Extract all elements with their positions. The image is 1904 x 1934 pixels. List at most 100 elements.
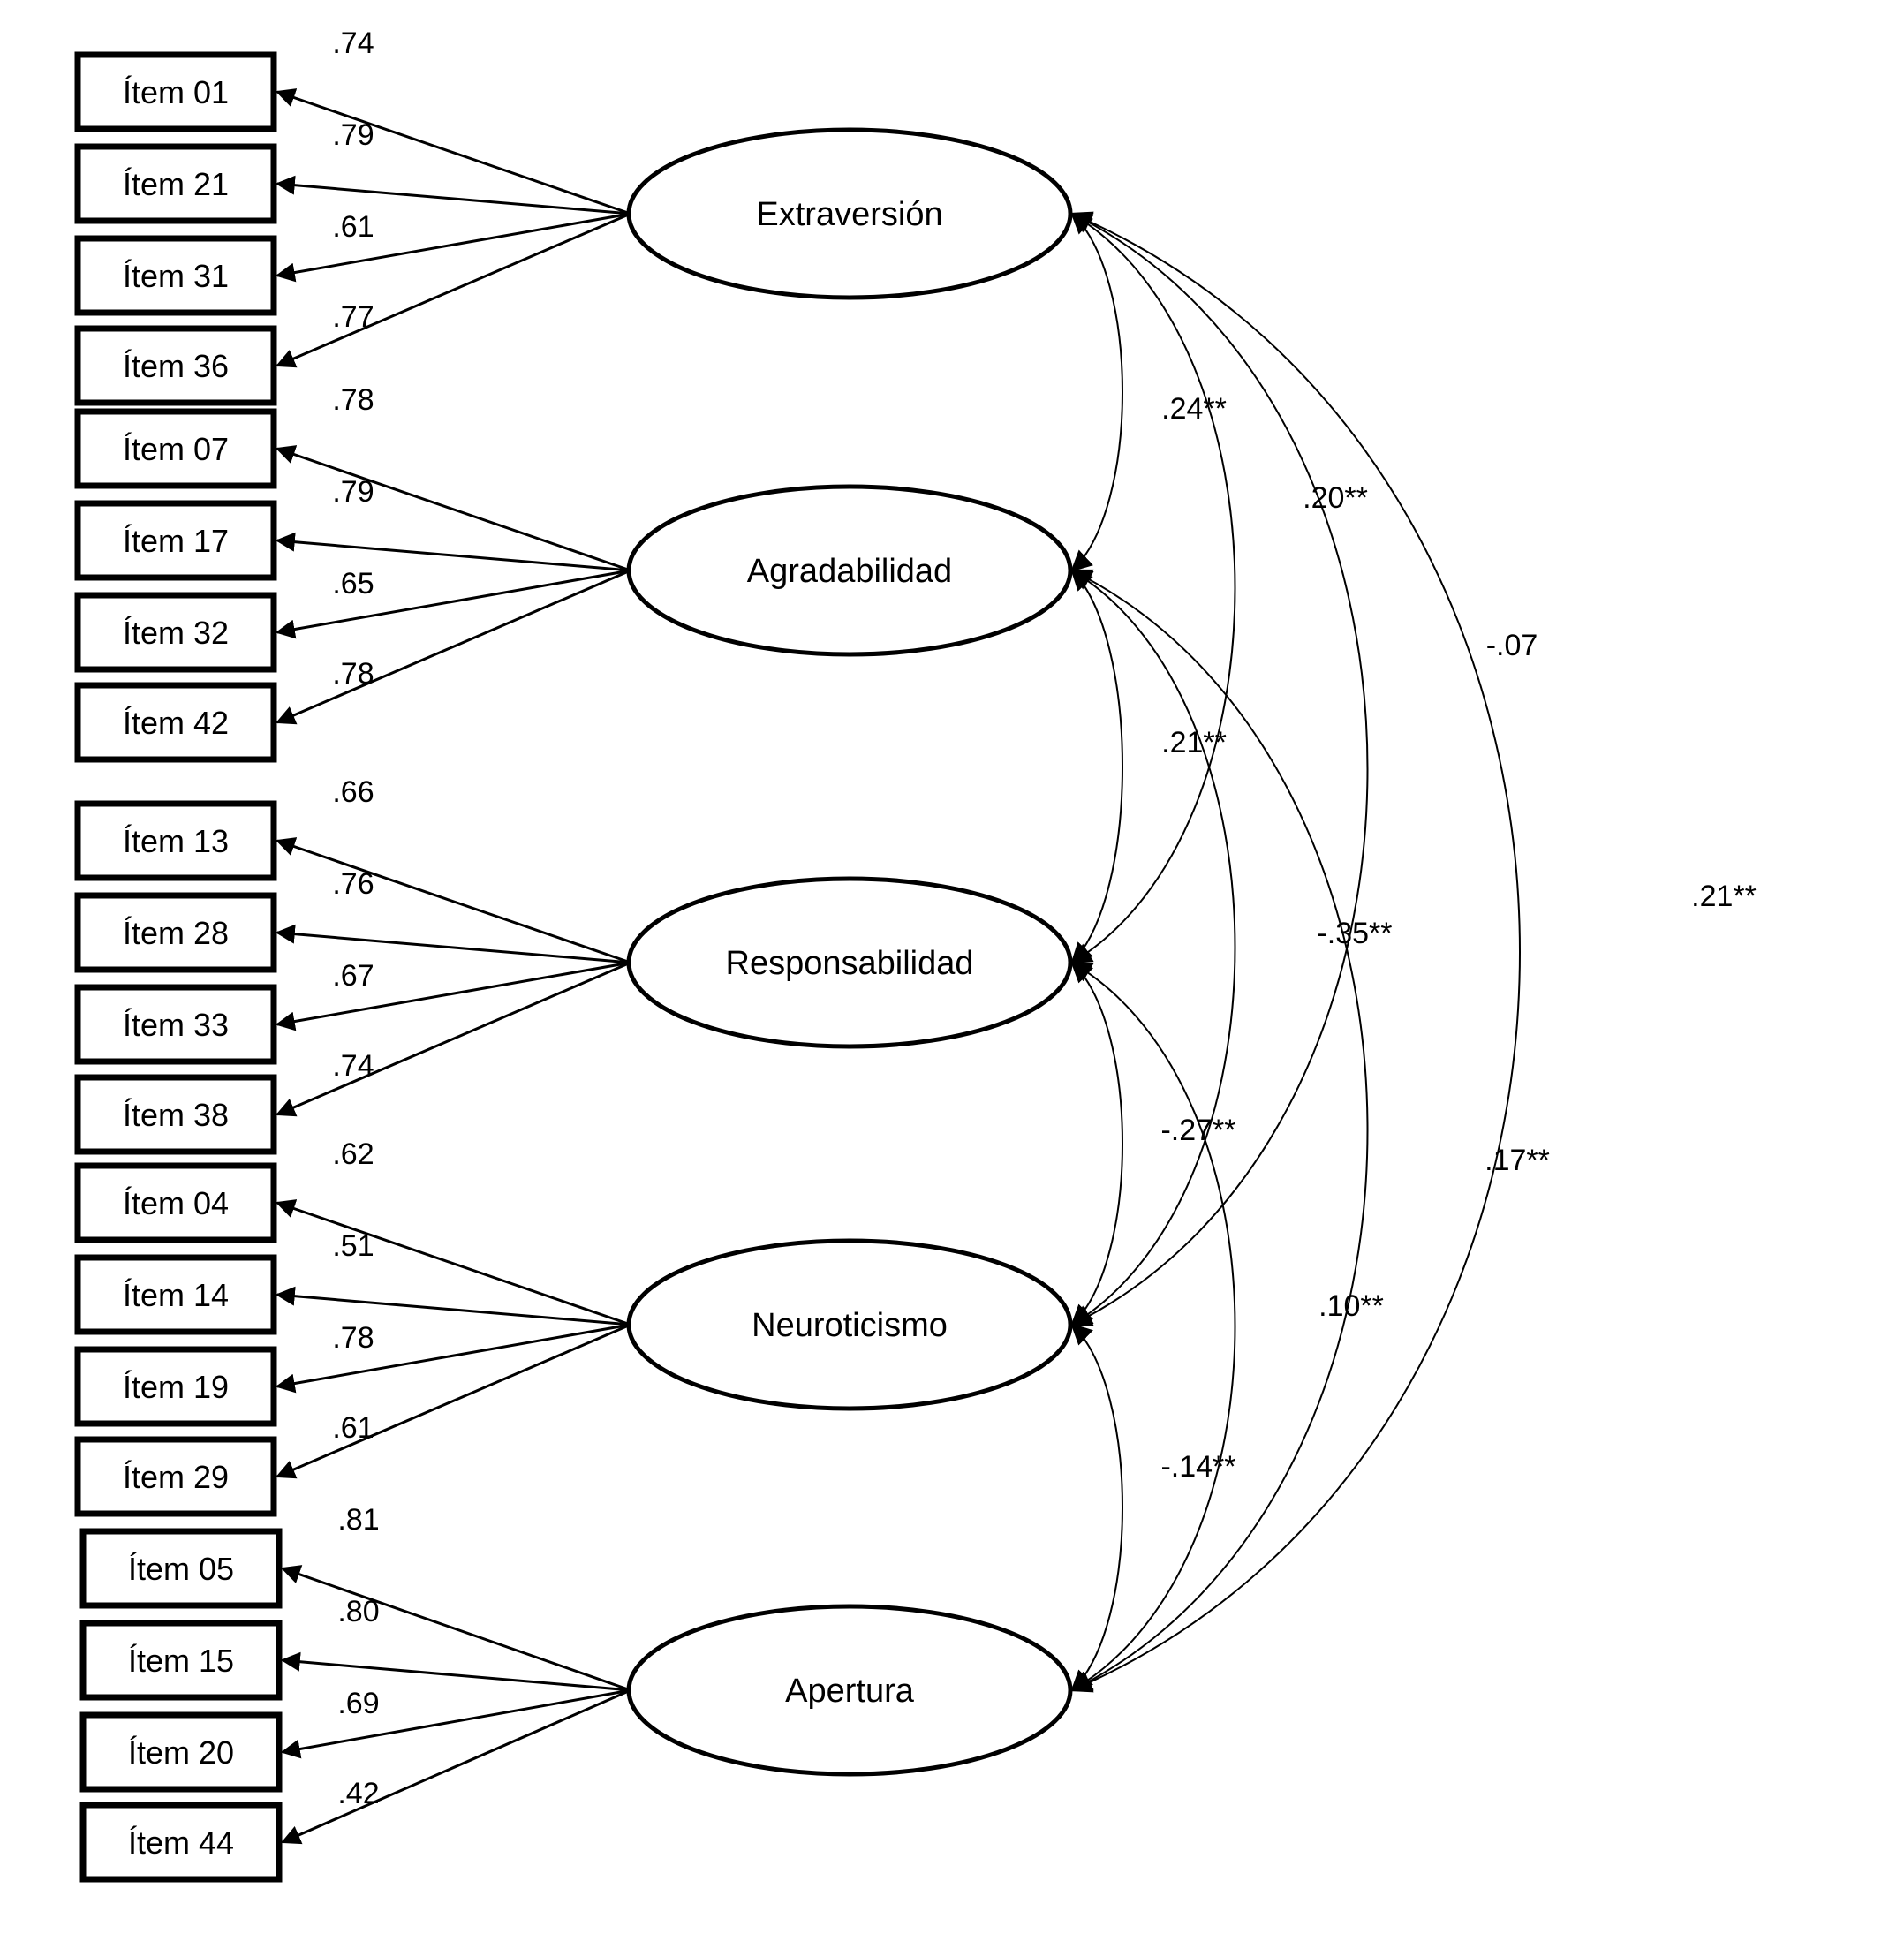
item-label: Ítem 07 xyxy=(123,431,229,467)
item-rect xyxy=(74,51,277,132)
item-label: Ítem 42 xyxy=(123,705,229,741)
factor-apertura: Apertura xyxy=(626,1604,1073,1777)
item-box-item-31: Ítem 31 xyxy=(74,235,277,316)
factor-label: Apertura xyxy=(785,1673,915,1710)
correlation-label: .17** xyxy=(1485,1144,1550,1177)
item-label: Ítem 31 xyxy=(123,258,229,294)
item-rect xyxy=(74,1254,277,1335)
item-rect xyxy=(74,892,277,973)
correlation-arc-agradabilidad-neuroticismo xyxy=(1069,569,1236,1326)
item-rect xyxy=(74,1346,277,1427)
item-box-item-19: Ítem 19 xyxy=(74,1346,277,1427)
loading-arrow xyxy=(275,961,631,1031)
correlation-layer: .24**.20**-.07.21**.21**-.35**.17**-.27*… xyxy=(1069,211,1757,1693)
loading-arrow xyxy=(280,1651,631,1692)
item-box-item-04: Ítem 04 xyxy=(74,1162,277,1243)
loading-label: .61 xyxy=(332,1411,374,1445)
loading-arrow xyxy=(280,1688,631,1759)
item-label: Ítem 36 xyxy=(123,348,229,384)
correlation-arc-extraversion-responsabilidad xyxy=(1069,212,1236,964)
item-box-item-21: Ítem 21 xyxy=(74,143,277,224)
loading-label: .79 xyxy=(332,475,374,509)
factor-ellipse xyxy=(626,1604,1073,1777)
item-box-item-14: Ítem 14 xyxy=(74,1254,277,1335)
correlation-arc-extraversion-neuroticismo xyxy=(1069,212,1369,1326)
correlation-arc-extraversion-agradabilidad xyxy=(1070,212,1123,572)
loading-arrow xyxy=(275,1323,631,1479)
loading-label: .78 xyxy=(332,383,374,417)
loading-label: .42 xyxy=(337,1777,379,1810)
factor-ellipse xyxy=(626,876,1073,1049)
item-box-item-13: Ítem 13 xyxy=(74,800,277,881)
loading-label: .67 xyxy=(332,959,374,993)
item-label: Ítem 33 xyxy=(123,1007,229,1043)
loading-arrow xyxy=(275,961,631,1117)
item-box-item-28: Ítem 28 xyxy=(74,892,277,973)
correlation-arc-neuroticismo-apertura xyxy=(1070,1323,1123,1692)
item-rect xyxy=(74,1074,277,1155)
loading-arrow xyxy=(275,1286,631,1326)
loading-label: .81 xyxy=(337,1503,379,1537)
factor-ellipse xyxy=(626,1238,1073,1411)
item-rect xyxy=(79,1802,283,1883)
factor-ellipse xyxy=(626,127,1073,300)
item-box-item-17: Ítem 17 xyxy=(74,500,277,581)
loading-label: .77 xyxy=(332,300,374,334)
item-label: Ítem 15 xyxy=(128,1643,234,1679)
correlation-label: .24** xyxy=(1161,392,1227,426)
correlation-label: .21** xyxy=(1161,726,1227,759)
item-box-item-07: Ítem 07 xyxy=(74,408,277,489)
item-box-item-33: Ítem 33 xyxy=(74,984,277,1065)
loading-label: .78 xyxy=(332,657,374,691)
correlation-arc-agradabilidad-apertura xyxy=(1069,569,1369,1692)
item-box-item-38: Ítem 38 xyxy=(74,1074,277,1155)
factor-label: Responsabilidad xyxy=(726,945,974,982)
item-rect xyxy=(74,592,277,673)
loading-arrow xyxy=(275,212,631,368)
item-rect xyxy=(74,235,277,316)
loading-layer: .74.79.61.77.78.79.65.78.66.76.67.74.62.… xyxy=(275,26,631,1845)
item-rect xyxy=(74,800,277,881)
loading-label: .78 xyxy=(332,1321,374,1355)
item-rect xyxy=(74,408,277,489)
loading-arrow xyxy=(275,924,631,964)
factor-label: Neuroticismo xyxy=(752,1307,948,1344)
correlation-arc-extraversion-apertura xyxy=(1069,211,1521,1693)
factor-extraversion: Extraversión xyxy=(626,127,1073,300)
item-rect xyxy=(79,1620,283,1701)
item-rect xyxy=(74,1162,277,1243)
correlation-label: .10** xyxy=(1318,1289,1384,1323)
item-box-item-15: Ítem 15 xyxy=(79,1620,283,1701)
item-rect xyxy=(79,1711,283,1793)
item-label: Ítem 13 xyxy=(123,823,229,859)
loading-arrow xyxy=(275,1323,631,1394)
item-label: Ítem 29 xyxy=(123,1459,229,1495)
correlation-label: -.35** xyxy=(1317,917,1392,950)
loading-arrow xyxy=(275,569,631,639)
correlation-label: .21** xyxy=(1691,880,1757,913)
item-label: Ítem 20 xyxy=(128,1734,234,1771)
loading-label: .65 xyxy=(332,567,374,601)
item-rect xyxy=(74,500,277,581)
loading-arrow xyxy=(275,1199,631,1326)
loading-arrow xyxy=(275,837,631,964)
item-rect xyxy=(74,143,277,224)
item-box-item-32: Ítem 32 xyxy=(74,592,277,673)
factor-label: Extraversión xyxy=(756,196,942,233)
loading-label: .74 xyxy=(332,1049,374,1083)
loading-arrow xyxy=(275,175,631,215)
item-rect xyxy=(74,682,277,763)
loading-arrow xyxy=(280,1688,631,1845)
loading-label: .62 xyxy=(332,1137,374,1171)
correlation-arc-responsabilidad-apertura xyxy=(1069,961,1236,1692)
item-label: Ítem 14 xyxy=(123,1277,229,1313)
item-rect xyxy=(74,325,277,406)
item-box-item-36: Ítem 36 xyxy=(74,325,277,406)
item-label: Ítem 05 xyxy=(128,1551,234,1587)
correlation-label: -.07 xyxy=(1486,629,1538,662)
item-label: Ítem 28 xyxy=(123,915,229,951)
factor-label: Agradabilidad xyxy=(747,553,952,590)
loading-label: .66 xyxy=(332,775,374,809)
